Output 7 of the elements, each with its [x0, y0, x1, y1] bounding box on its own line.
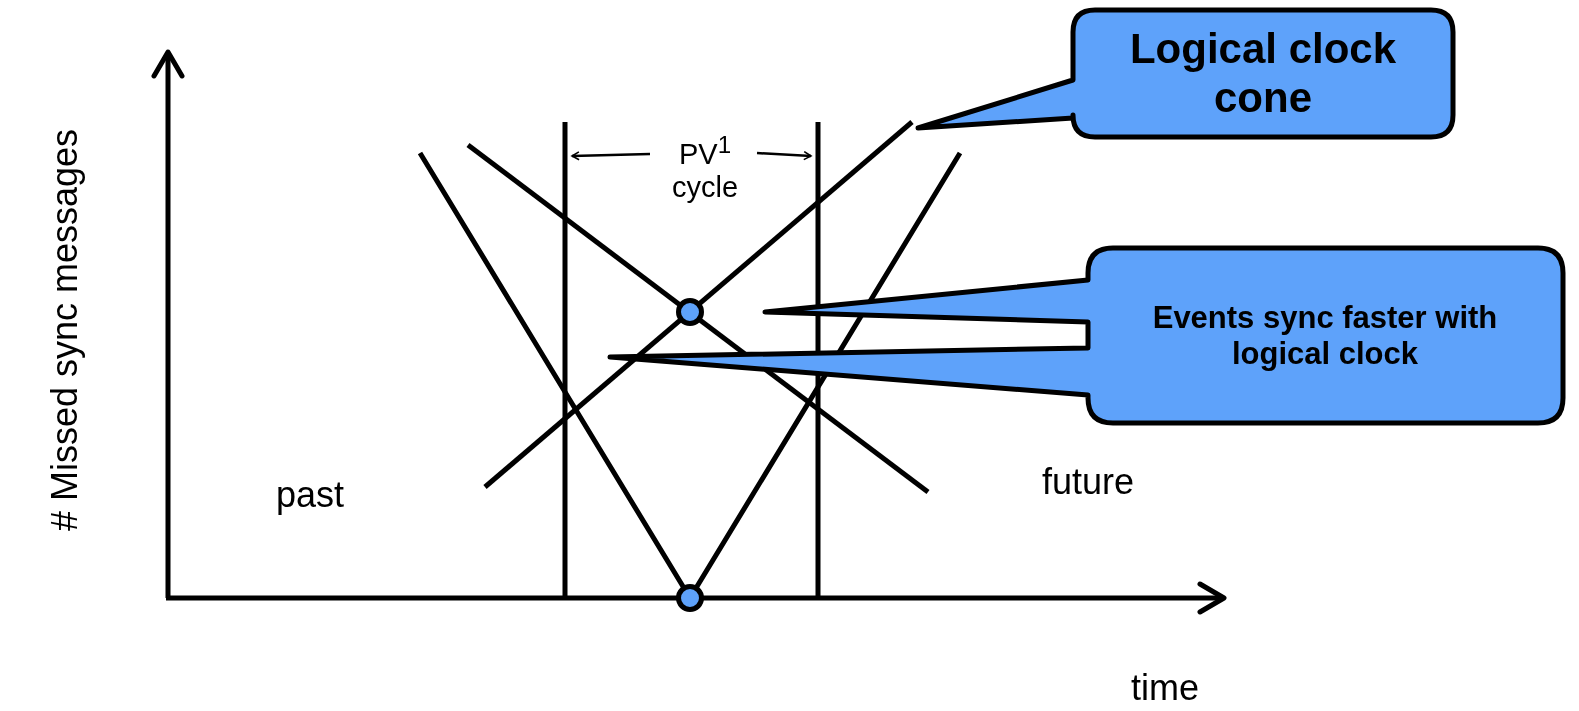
text-label: PV$^{1}$ cycle: [670, 131, 740, 205]
callout-text: Events sync faster with logical clock: [1151, 299, 1499, 372]
text-label: past: [276, 474, 344, 516]
text-label: future: [1041, 461, 1135, 503]
callout-text: Logical clock cone: [1128, 25, 1398, 122]
text-label: time: [1131, 667, 1199, 709]
axis-label: # Missed sync messages: [44, 127, 86, 534]
